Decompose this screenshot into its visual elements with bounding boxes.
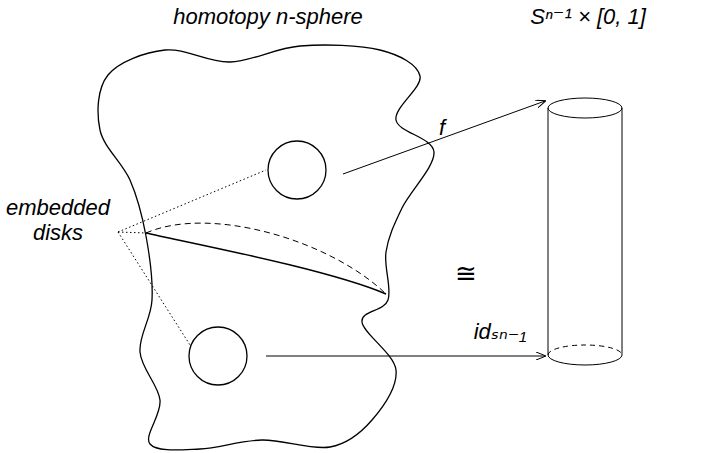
disks-label: embedded disks — [3, 195, 113, 246]
equator-front — [146, 233, 386, 294]
leader-line — [118, 232, 190, 345]
leader-line — [118, 232, 146, 233]
cylinder-side — [548, 108, 549, 355]
embedded-disk — [189, 327, 247, 385]
sphere-outline — [98, 45, 434, 450]
leader-line — [118, 170, 266, 232]
cylinder-side — [622, 108, 623, 355]
map-label: idₛₙ₋₁ — [474, 319, 527, 344]
cylinder-top — [548, 98, 622, 118]
map-arrow — [343, 101, 545, 174]
homeomorphism-symbol: ≅ — [455, 259, 477, 289]
equator-back — [146, 223, 386, 294]
map-label: f — [439, 115, 445, 140]
sphere-title: homotopy n-sphere — [173, 4, 363, 29]
cylinder-bottom-back — [548, 345, 622, 355]
embedded-disk — [268, 141, 326, 199]
cylinder-bottom — [548, 355, 622, 365]
map-arrow — [266, 356, 545, 357]
cylinder-title: Sⁿ⁻¹ × [0, 1] — [530, 4, 646, 29]
